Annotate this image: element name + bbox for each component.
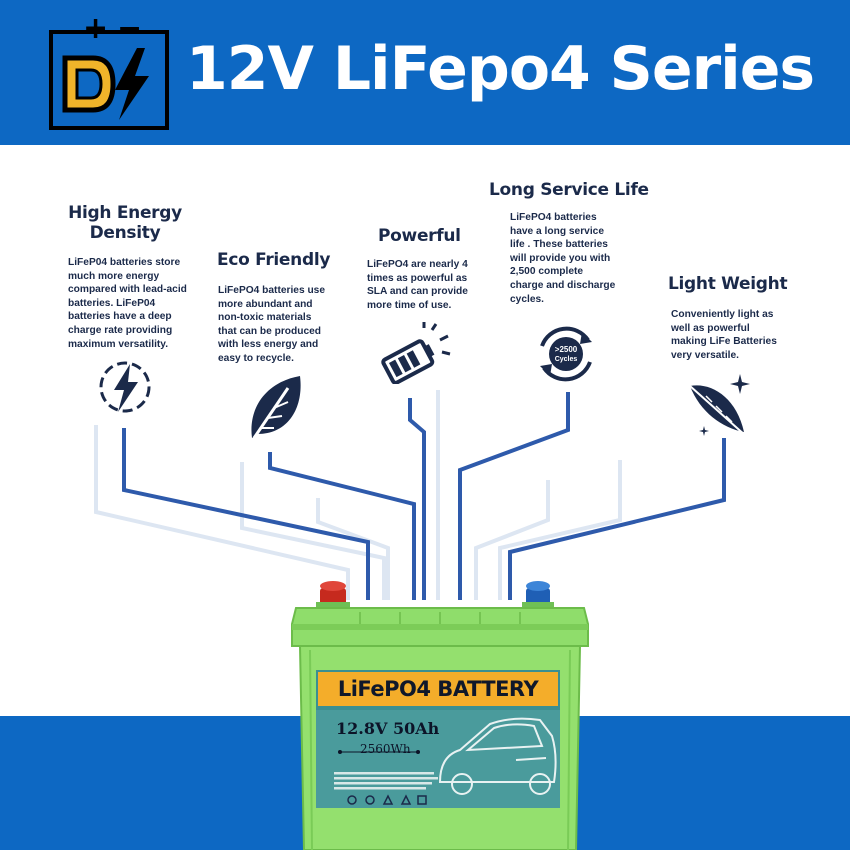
feature-title-powerful: Powerful [378, 226, 461, 246]
svg-text:−: − [117, 18, 142, 46]
feature-title-service-life: Long Service Life [489, 180, 649, 200]
feature-desc-light-weight: Conveniently light as well as powerful m… [671, 309, 777, 361]
feature-desc-eco: LiFePO4 batteries use more abundant and … [218, 285, 326, 364]
feature-desc-service-life: LiFePO4 batteries have a long service li… [510, 212, 616, 305]
battery-flash-icon [381, 322, 451, 384]
svg-text:Cycles: Cycles [555, 356, 578, 363]
feather-icon [689, 374, 750, 437]
svg-text:>2500: >2500 [555, 345, 578, 354]
feature-title-energy: High Energy Density [68, 203, 182, 243]
feature-title-light-weight: Light Weight [668, 274, 788, 294]
leaf-icon [251, 376, 301, 439]
lightning-circle-icon [99, 361, 151, 413]
page-title: 12V LiFepo4 Series [186, 34, 815, 104]
battery-energy: 2560Wh [360, 742, 411, 756]
battery-label: LiFePO4 BATTERY [318, 672, 558, 706]
svg-text:+: + [83, 18, 108, 46]
feature-desc-energy: LiFeP04 batteries store much more energy… [68, 257, 187, 350]
cycle-arrows-icon: >2500 Cycles [540, 326, 592, 382]
brand-logo: + − [49, 18, 169, 130]
battery-spec: 12.8V 50Ah [336, 719, 440, 738]
feature-title-eco: Eco Friendly [217, 250, 331, 270]
feature-desc-powerful: LiFePO4 are nearly 4 times as powerful a… [367, 259, 468, 311]
